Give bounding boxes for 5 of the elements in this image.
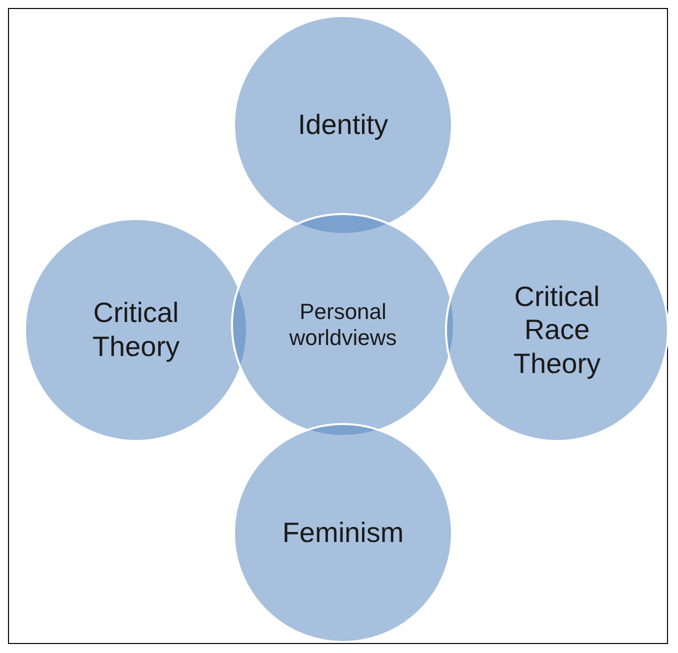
circle-label: Personal worldviews: [288, 298, 398, 352]
circle-label: Critical Race Theory: [512, 280, 602, 380]
circle-label: Feminism: [282, 516, 404, 550]
circle-label: Identity: [298, 108, 388, 142]
circle-label: Critical Theory: [91, 296, 181, 364]
